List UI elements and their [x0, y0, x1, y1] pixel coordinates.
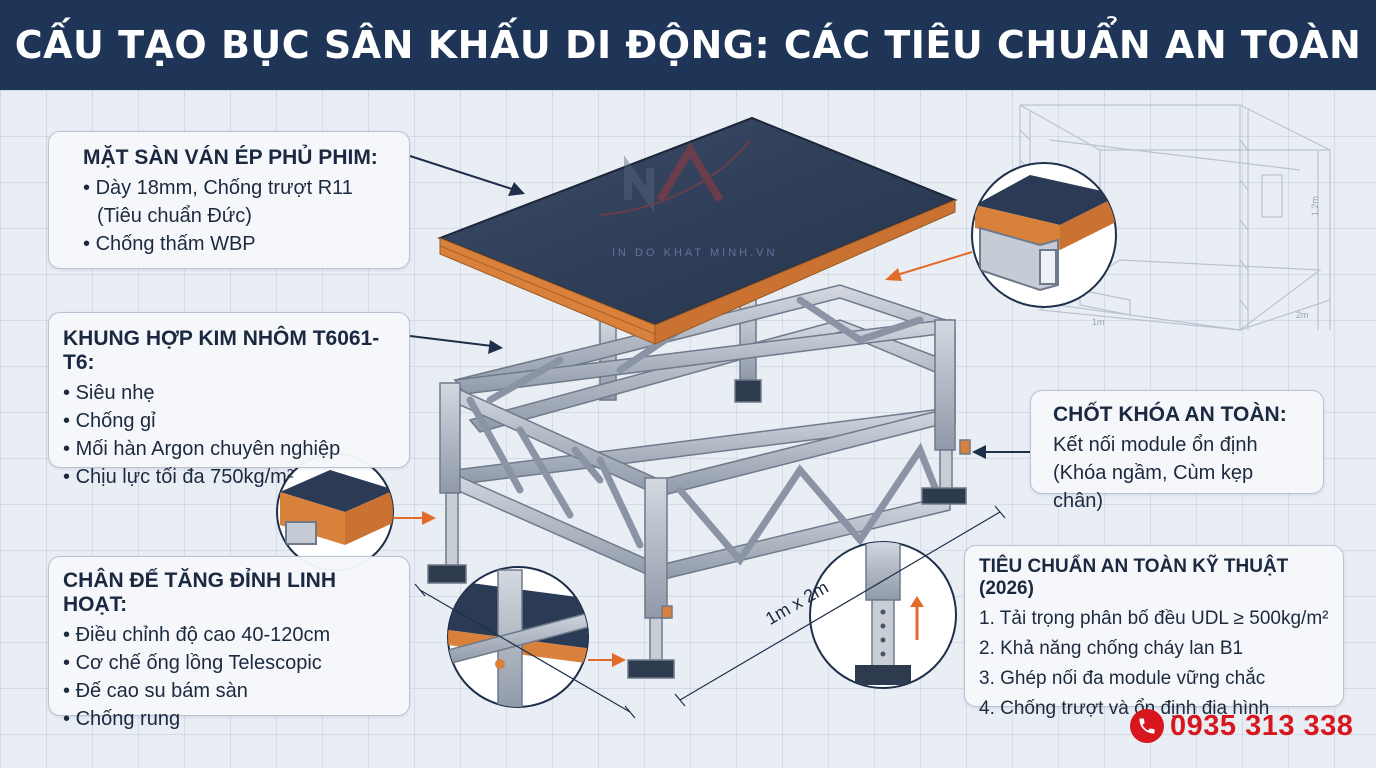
frame-item: Chống gỉ	[63, 407, 391, 435]
legs-item: Chống rung	[63, 705, 391, 733]
arrow-corner	[393, 511, 436, 525]
watermark-logo	[599, 139, 751, 216]
arrow-joint	[588, 653, 626, 667]
sketch-width-label: 1m	[1092, 317, 1105, 327]
frame-item: Siêu nhẹ	[63, 379, 391, 407]
arrow-deck-edge	[885, 251, 973, 281]
legs-heading: CHÂN ĐẾ TĂNG ĐỈNH LINH HOẠT:	[63, 569, 336, 616]
deck-heading: MẶT SÀN VÁN ÉP PHỦ PHIM:	[83, 146, 378, 169]
arrow-lock	[972, 445, 1030, 459]
deck-panel	[437, 116, 958, 345]
detail-circle-telescopic-leg	[809, 541, 957, 689]
dimension-lines	[414, 505, 1006, 719]
standards-item: 1. Tải trọng phân bố đều UDL ≥ 500kg/m²	[979, 608, 1329, 629]
phone-icon	[1130, 709, 1164, 743]
deck-item: (Tiêu chuẩn Đức)	[97, 205, 252, 227]
sketch-depth-label: 2m	[1296, 310, 1309, 320]
diagonal-braces	[466, 296, 944, 566]
deck-item: Chống thấm WBP	[83, 230, 391, 258]
standards-item: 4. Chống trượt và ổn định địa hình	[979, 698, 1270, 719]
lock-item: Kết nối module ổn định	[1053, 434, 1258, 456]
title-bar: CẤU TẠO BỤC SÂN KHẤU DI ĐỘNG: CÁC TIÊU C…	[0, 0, 1376, 90]
callout-arrows	[393, 155, 1030, 667]
lock-callout: CHỐT KHÓA AN TOÀN: Kết nối module ổn địn…	[1030, 390, 1324, 512]
frame-callout: KHUNG HỢP KIM NHÔM T6061-T6: Siêu nhẹ Ch…	[48, 312, 410, 488]
legs-list: Điều chỉnh độ cao 40-120cm Cơ chế ống lồ…	[63, 621, 391, 733]
legs-item: Điều chỉnh độ cao 40-120cm	[63, 621, 391, 649]
standards-item: 3. Ghép nối đa module vững chắc	[979, 668, 1266, 689]
watermark-text: IN DO KHAT MINH.VN	[612, 247, 777, 259]
frame-list: Siêu nhẹ Chống gỉ Mối hàn Argon chuyên n…	[63, 379, 391, 491]
detail-circle-deck-edge	[971, 162, 1117, 308]
detail-circle-frame-joint	[447, 566, 589, 708]
standards-list: 1. Tải trọng phân bố đều UDL ≥ 500kg/m² …	[979, 604, 1329, 724]
deck-list: Dày 18mm, Chống trượt R11 (Tiêu chuẩn Đứ…	[83, 174, 391, 258]
phone-contact[interactable]: 0935 313 338	[1130, 706, 1353, 746]
legs-callout: CHÂN ĐẾ TĂNG ĐỈNH LINH HOẠT: Điều chỉnh …	[48, 556, 410, 730]
legs-item: Cơ chế ống lồng Telescopic	[63, 649, 391, 677]
frame-heading: KHUNG HỢP KIM NHÔM T6061-T6:	[63, 327, 380, 374]
legs	[427, 319, 971, 679]
page-title: CẤU TẠO BỤC SÂN KHẤU DI ĐỘNG: CÁC TIÊU C…	[14, 23, 1362, 67]
lock-item: (Khóa ngầm, Cùm kẹp chân)	[1053, 462, 1254, 512]
lock-heading: CHỐT KHÓA AN TOÀN:	[1053, 403, 1287, 426]
deck-item: Dày 18mm, Chống trượt R11	[83, 174, 391, 202]
arrow-deck	[409, 155, 525, 196]
frame-item: Mối hàn Argon chuyên nghiệp	[63, 435, 391, 463]
lock-list: Kết nối module ổn định (Khóa ngầm, Cùm k…	[1053, 431, 1307, 515]
frame-item: Chịu lực tối đa 750kg/m²	[63, 463, 391, 491]
standards-item: 2. Khả năng chống cháy lan B1	[979, 638, 1244, 659]
phone-number[interactable]: 0935 313 338	[1170, 709, 1354, 742]
standards-heading: TIÊU CHUẨN AN TOÀN KỸ THUẬT (2026)	[979, 556, 1289, 599]
standards-callout: TIÊU CHUẨN AN TOÀN KỸ THUẬT (2026) 1. Tả…	[964, 545, 1344, 719]
legs-item: Đế cao su bám sàn	[63, 677, 391, 705]
sketch-height-label: 1.2m	[1310, 196, 1320, 216]
deck-callout: MẶT SÀN VÁN ÉP PHỦ PHIM: Dày 18mm, Chống…	[48, 131, 410, 269]
arrow-frame	[409, 335, 503, 354]
